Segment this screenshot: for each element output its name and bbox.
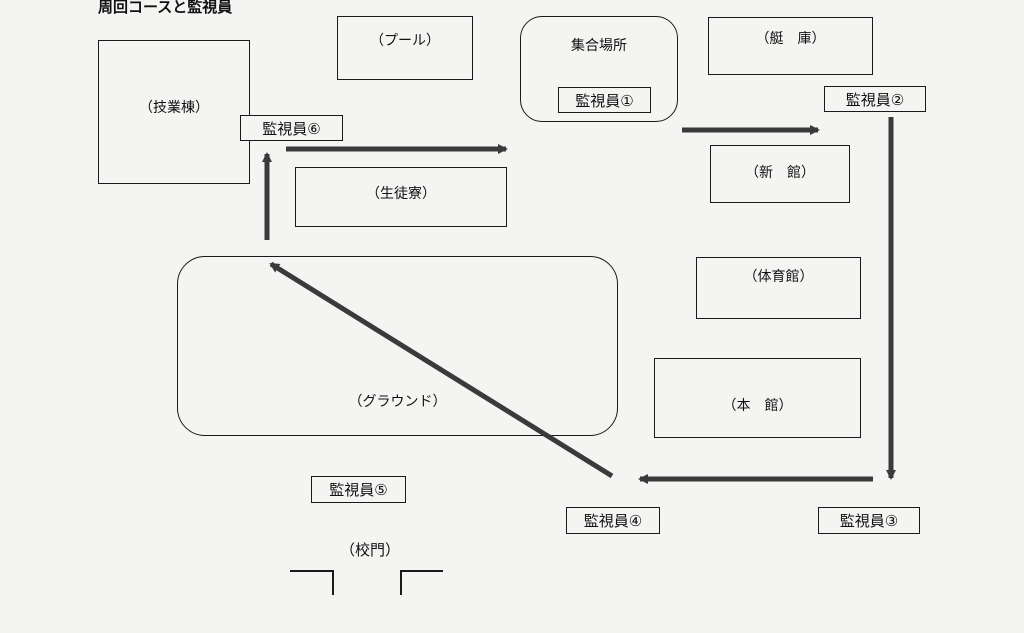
monitor-3-label: 監視員③ [839,512,899,530]
gymnasium-label: （体育館） [743,269,814,285]
monitor-1: 監視員① [558,87,651,113]
meeting-place-label: 集合場所 [571,38,627,54]
skills-building-box: （技業棟） [98,40,250,184]
meeting-place-box: 集合場所 [520,16,678,122]
pool-label: （プール） [370,33,440,49]
pool-box: （プール） [337,16,473,80]
monitor-6-label: 監視員⑥ [262,119,321,138]
main-building-label: （本 館） [722,398,793,414]
monitor-1-label: 監視員① [575,91,634,110]
dormitory-label: （生徒寮） [366,186,436,202]
gate-post-right [400,570,443,595]
monitor-2: 監視員② [824,86,926,112]
gymnasium-box: （体育館） [696,257,861,319]
dormitory-box: （生徒寮） [295,167,507,227]
monitor-4-label: 監視員④ [583,512,643,530]
monitor-3: 監視員③ [818,507,920,534]
ground-label: （グラウンド） [348,394,447,410]
new-building-box: （新 館） [710,145,850,203]
monitor-5: 監視員⑤ [311,476,406,503]
school-gate-label: （校門） [340,541,401,559]
boathouse-box: （艇 庫） [708,17,873,75]
monitor-4: 監視員④ [566,507,660,534]
diagram-title: 周回コースと監視員 [98,0,233,16]
gate-post-left [290,570,334,595]
main-building-box: （本 館） [654,358,861,438]
new-building-label: （新 館） [745,165,815,181]
skills-building-label: （技業棟） [139,100,209,116]
monitor-2-label: 監視員② [845,90,905,109]
school-gate-posts [290,570,443,595]
monitor-5-label: 監視員⑤ [329,481,388,499]
ground-box: （グラウンド） [177,256,618,436]
arrow-monitor4-to-ground-corner [269,261,614,479]
boathouse-label: （艇 庫） [755,31,826,47]
monitor-6: 監視員⑥ [240,115,343,141]
